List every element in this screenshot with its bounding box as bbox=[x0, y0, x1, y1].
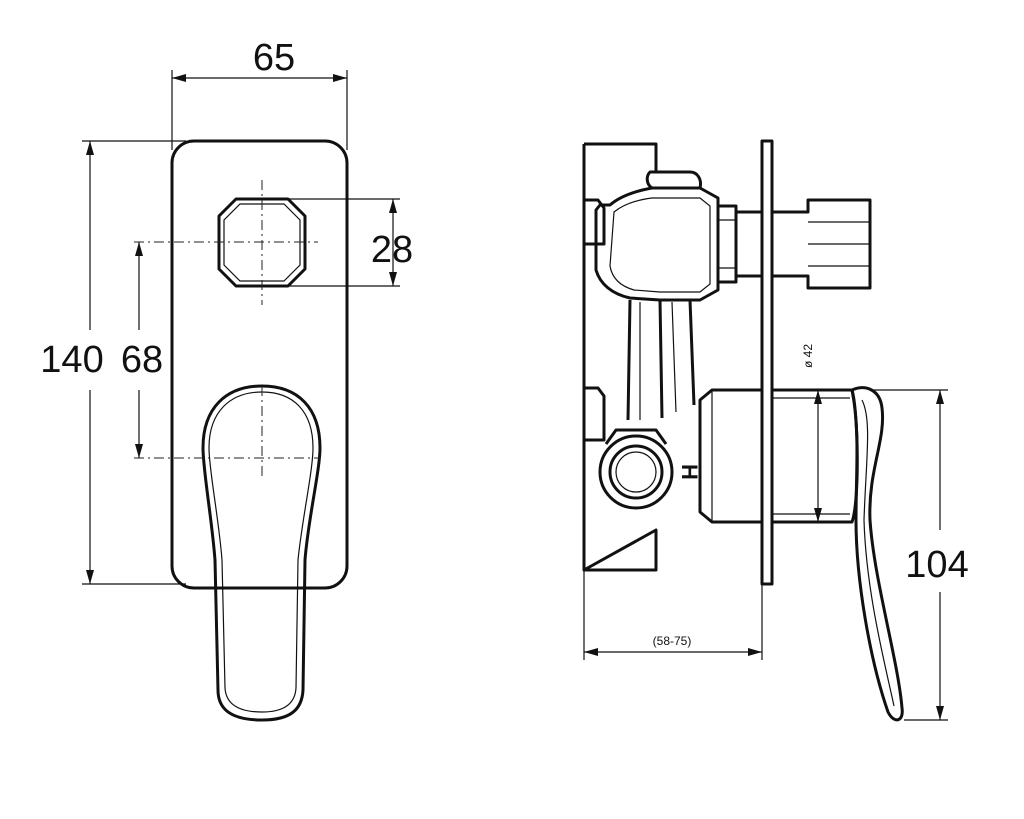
dimension-height: 140 bbox=[40, 140, 186, 585]
lever-side-profile bbox=[850, 386, 904, 722]
diverter-housing-inner bbox=[609, 197, 711, 293]
diverter-button-inner bbox=[223, 203, 301, 282]
dim-label-center-spacing: 68 bbox=[121, 339, 163, 381]
lever-handle-inner bbox=[208, 391, 314, 713]
left-clip-upper bbox=[584, 198, 606, 246]
dimension-lever-height: 104 bbox=[872, 389, 969, 721]
front-view: 65 140 68 28 bbox=[40, 37, 413, 722]
diverter-cap bbox=[645, 170, 702, 190]
dimension-button: 28 bbox=[262, 198, 413, 287]
dim-label-width: 65 bbox=[253, 37, 295, 79]
side-view: H ø 42 104 bbox=[582, 139, 969, 722]
left-clip-lower bbox=[584, 386, 606, 442]
wall-plate-side bbox=[760, 139, 774, 586]
dim-label-height: 140 bbox=[40, 339, 103, 381]
diverter-nut bbox=[716, 204, 738, 284]
cartridge-body bbox=[698, 388, 764, 524]
dimension-center-spacing: 68 bbox=[121, 242, 163, 458]
dim-label-wall-depth: (58-75) bbox=[653, 634, 692, 648]
valve-body-outline bbox=[582, 142, 658, 572]
dim-label-lever-height: 104 bbox=[905, 544, 968, 586]
dimension-diameter: ø 42 bbox=[801, 344, 822, 522]
handle-sleeve bbox=[770, 388, 859, 524]
diverter-knob-side bbox=[770, 198, 872, 290]
dimension-width: 65 bbox=[171, 37, 348, 150]
dim-label-diameter: ø 42 bbox=[801, 344, 815, 368]
hot-label: H bbox=[677, 464, 702, 480]
cover-plate bbox=[170, 139, 349, 590]
inlet-port bbox=[598, 428, 674, 510]
dim-label-button: 28 bbox=[371, 229, 413, 271]
diverter-stem bbox=[736, 210, 762, 278]
dimension-wall-depth: (58-75) bbox=[583, 570, 763, 660]
lever-handle bbox=[201, 384, 322, 722]
diverter-housing bbox=[594, 186, 720, 302]
valve-neck bbox=[626, 299, 696, 421]
